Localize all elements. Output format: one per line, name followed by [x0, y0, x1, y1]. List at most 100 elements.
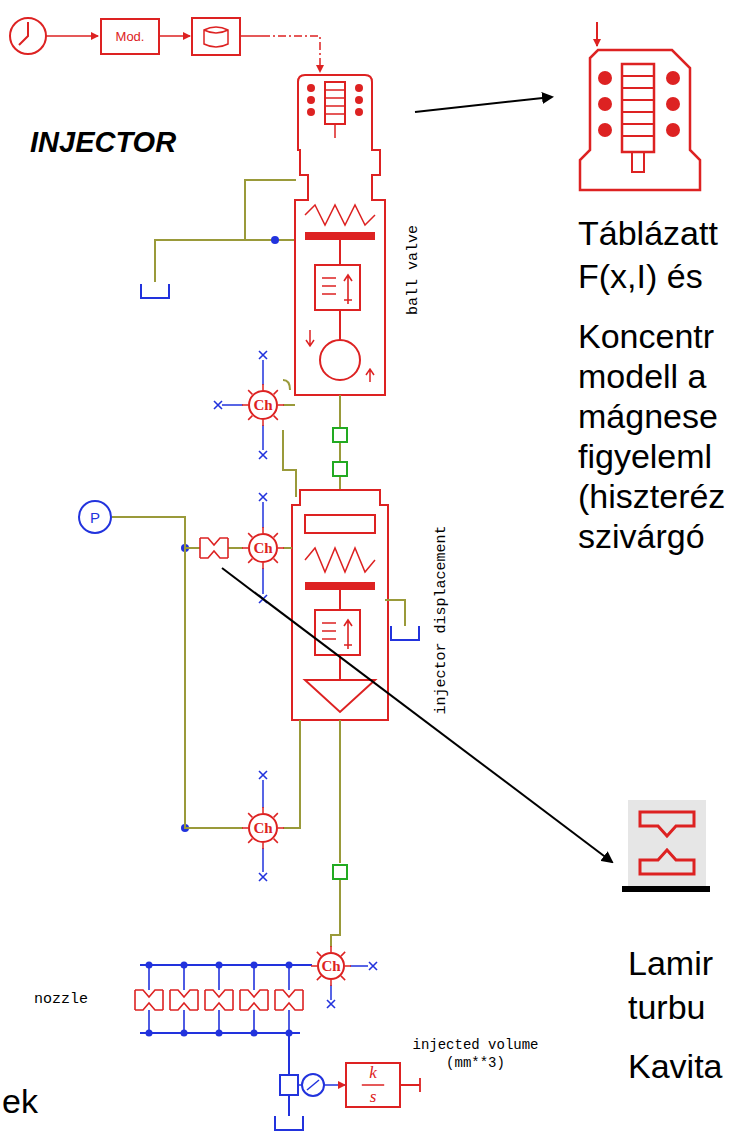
- schematic-part: [240, 35, 262, 37]
- schematic-part: [259, 493, 267, 501]
- schematic-part: [259, 873, 267, 881]
- inflow-tick: [248, 839, 252, 843]
- schematic-part: [305, 680, 375, 712]
- schematic-part: [369, 962, 377, 970]
- schematic-part: [598, 71, 612, 85]
- schematic-part: [140, 965, 312, 1033]
- inflow-tick: [341, 976, 345, 980]
- schematic-part: [259, 771, 267, 779]
- schematic-part: [283, 404, 295, 406]
- schematic-part: [275, 1116, 303, 1130]
- inflow-tick: [262, 384, 264, 390]
- annotation-text: Lamir: [628, 944, 713, 983]
- schematic-part: [339, 590, 341, 680]
- inflow-tick: [278, 827, 284, 829]
- schematic-part: [333, 865, 347, 879]
- schematic-part: [259, 351, 267, 359]
- schematic-part: [333, 462, 347, 476]
- schematic-part: [331, 720, 340, 947]
- chamber-symbol: Ch: [243, 528, 283, 568]
- schematic-part: [292, 490, 388, 720]
- schematic-part: [401, 1078, 420, 1092]
- annotation-text: F(x,I) és: [578, 257, 703, 296]
- schematic-part: [305, 205, 375, 225]
- schematic-part: [216, 962, 223, 969]
- inflow-tick: [341, 952, 345, 956]
- schematic-part: [46, 35, 98, 37]
- schematic-part: [205, 990, 233, 1010]
- schematic-part: [666, 123, 680, 137]
- node-label: Ch: [253, 540, 272, 557]
- annotation-text: mágnese: [578, 397, 718, 436]
- schematic-part: [315, 610, 360, 655]
- inflow-tick: [274, 813, 278, 817]
- schematic-part: [307, 84, 315, 92]
- schematic-part: [385, 600, 405, 626]
- schematic-part: [141, 284, 169, 298]
- schematic-part: [598, 97, 612, 111]
- schematic-part: [666, 97, 680, 111]
- node-label: Ch: [253, 397, 272, 414]
- chamber-symbol: Ch: [312, 947, 350, 985]
- node-label: Mod.: [116, 29, 145, 44]
- schematic-part: [305, 582, 375, 590]
- schematic-part: [283, 720, 300, 828]
- schematic-part: [146, 1030, 153, 1037]
- chamber-outline: [318, 953, 344, 979]
- annotation-text: Koncentr: [578, 317, 714, 356]
- schematic-part: [251, 1030, 258, 1037]
- schematic-part: [640, 812, 694, 874]
- annotation-text: injected volume (mm**3): [388, 1036, 563, 1072]
- schematic-part: [240, 990, 268, 1010]
- annotation-text: (hiszteréz: [578, 477, 725, 516]
- schematic-part: [149, 965, 289, 1033]
- schematic-part: [181, 1030, 188, 1037]
- schematic-part: [320, 340, 360, 380]
- module-box: Mod.: [100, 18, 160, 55]
- schematic-part: [155, 240, 275, 282]
- schematic-part: [324, 1084, 345, 1086]
- annotation-text: Kavita: [628, 1047, 723, 1086]
- inflow-tick: [242, 547, 248, 549]
- schematic-part: [322, 275, 352, 304]
- schematic-part: [580, 50, 700, 190]
- schematic-part: [192, 18, 240, 55]
- chamber-symbol: Ch: [243, 808, 283, 848]
- schematic-part: [200, 538, 228, 558]
- schematic-part: [170, 990, 198, 1010]
- schematic-part: [598, 71, 680, 137]
- inflow-tick: [248, 390, 252, 394]
- schematic-part: [415, 97, 552, 112]
- schematic-part: [181, 962, 188, 969]
- node-label: Ch: [253, 820, 272, 837]
- annotation-text: Táblázatt: [578, 214, 718, 253]
- fraction-term: s: [370, 1087, 377, 1107]
- hydraulic-line: [112, 517, 243, 828]
- schematic-part: [307, 84, 363, 116]
- schematic-part: [307, 96, 315, 104]
- schematic-part: [245, 180, 296, 240]
- chamber-symbol: Ch: [243, 385, 283, 425]
- inflow-tick: [278, 404, 284, 406]
- schematic-part: [259, 451, 267, 459]
- node-label: P: [90, 509, 100, 526]
- schematic-part: [305, 232, 375, 240]
- inflow-tick: [274, 390, 278, 394]
- title-label: INJECTOR: [30, 126, 176, 159]
- annotation-text: figyeleml: [578, 437, 712, 476]
- schematic-part: [283, 430, 296, 497]
- inflow-tick: [248, 559, 252, 563]
- schematic-part: [295, 75, 385, 395]
- inflow-tick: [262, 563, 264, 569]
- schematic-part: [325, 90, 345, 138]
- schematic-part: [632, 152, 644, 172]
- schematic-part: [305, 515, 375, 533]
- annotation-text: szivárgó: [578, 517, 705, 556]
- schematic-part: [10, 18, 46, 54]
- annotation-text: ball valve: [405, 225, 422, 315]
- inflow-tick: [274, 559, 278, 563]
- inflow-tick: [262, 843, 264, 849]
- schematic-part: [302, 1074, 324, 1096]
